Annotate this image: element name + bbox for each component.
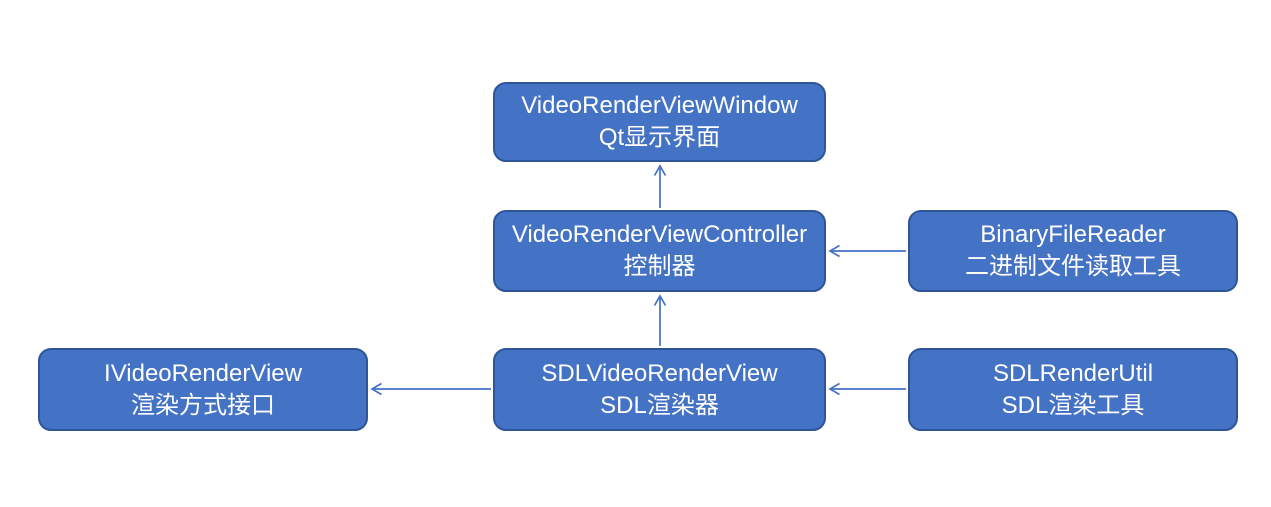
node-title: SDLRenderUtil bbox=[992, 359, 1154, 387]
node-subtitle: 二进制文件读取工具 bbox=[965, 253, 1181, 280]
node-sdlvideorenderview: SDLVideoRenderView SDL渲染器 bbox=[493, 348, 826, 431]
node-title: VideoRenderViewController bbox=[511, 221, 808, 248]
node-sdlrenderutil: SDLRenderUtil SDL渲染工具 bbox=[908, 348, 1238, 431]
node-videorenderviewcontroller: VideoRenderViewController 控制器 bbox=[493, 210, 826, 292]
node-subtitle: Qt显示界面 bbox=[598, 124, 721, 151]
node-subtitle: SDL渲染器 bbox=[600, 391, 719, 419]
node-title: BinaryFileReader bbox=[980, 221, 1166, 248]
node-videorenderviewwindow: VideoRenderViewWindow Qt显示界面 bbox=[493, 82, 826, 162]
node-subtitle: 渲染方式接口 bbox=[131, 391, 275, 419]
node-subtitle: 控制器 bbox=[623, 253, 696, 280]
node-title: VideoRenderViewWindow bbox=[521, 92, 798, 119]
node-title: SDLVideoRenderView bbox=[541, 359, 778, 387]
node-binaryfilereader: BinaryFileReader 二进制文件读取工具 bbox=[908, 210, 1238, 292]
node-title: IVideoRenderView bbox=[104, 359, 302, 387]
node-subtitle: SDL渲染工具 bbox=[1001, 391, 1145, 419]
node-ivideorenderview: IVideoRenderView 渲染方式接口 bbox=[38, 348, 368, 431]
